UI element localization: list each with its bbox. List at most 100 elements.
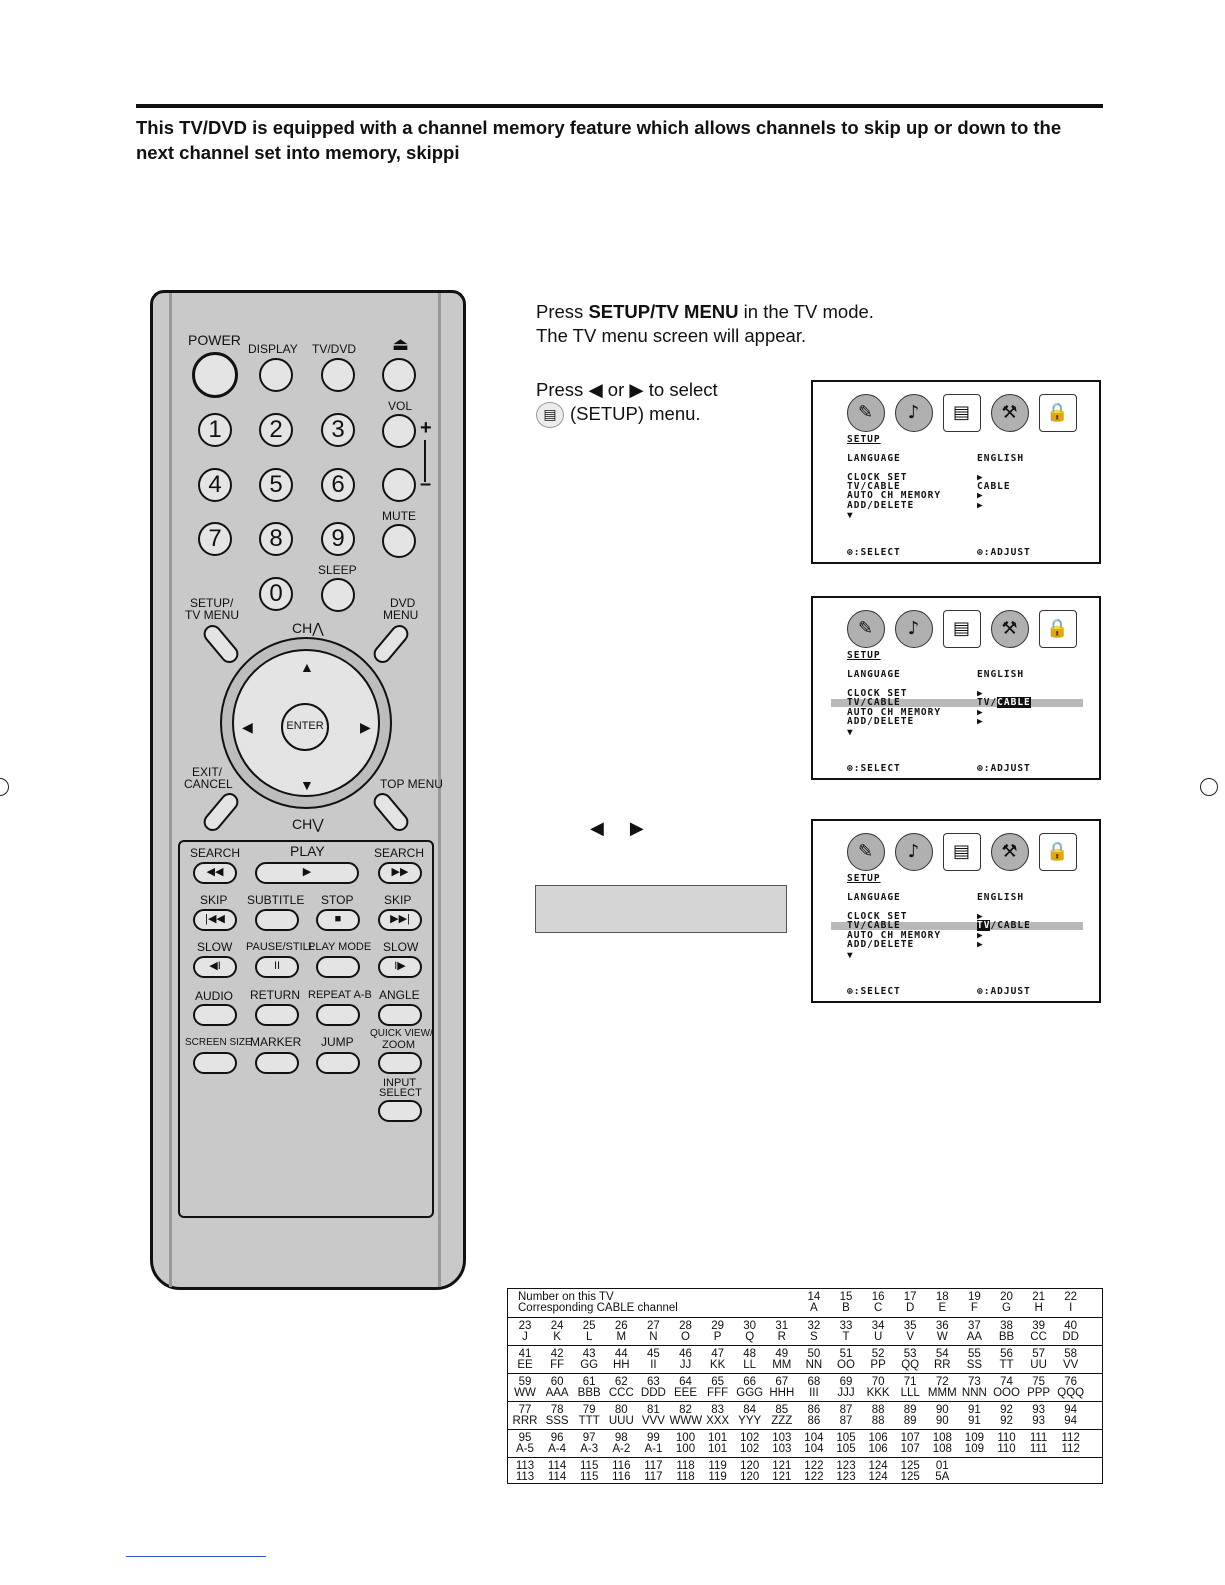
display-button[interactable] <box>259 358 293 392</box>
enter-button[interactable]: ENTER <box>281 703 329 751</box>
slow-label-right: SLOW <box>383 940 419 954</box>
power-label: POWER <box>188 332 241 348</box>
tv-number-cell: 14 <box>807 1291 821 1303</box>
dvd-menu-label-2: MENU <box>383 608 419 622</box>
play-button[interactable]: ▶ <box>255 862 359 884</box>
cable-channel-cell: 115 <box>580 1471 599 1483</box>
marker-button[interactable] <box>255 1052 299 1074</box>
digit-5-button[interactable]: 5 <box>259 468 293 502</box>
tv-number-cell: 94 <box>1064 1404 1078 1416</box>
eject-button[interactable] <box>382 358 416 392</box>
vol-down-button[interactable] <box>382 468 416 502</box>
digit-2-button[interactable]: 2 <box>259 413 293 447</box>
angle-button[interactable] <box>378 1004 422 1026</box>
digit-4-button[interactable]: 4 <box>198 468 232 502</box>
cable-channel-cell: MMM <box>927 1387 957 1399</box>
tv-number-cell: 20 <box>1000 1291 1013 1303</box>
cable-channel-cell: 104 <box>804 1443 824 1455</box>
cable-channel-cell: M <box>616 1331 627 1343</box>
mute-button[interactable] <box>382 524 416 558</box>
repeat-ab-button[interactable] <box>316 1004 360 1026</box>
digit-3-button[interactable]: 3 <box>321 413 355 447</box>
screen-size-label: SCREEN SIZE <box>185 1037 252 1048</box>
cable-channel-cell: AA <box>966 1331 983 1343</box>
digit-1-button[interactable]: 1 <box>198 413 232 447</box>
lock-icon: 🔒 <box>1039 833 1077 871</box>
cable-channel-cell: FF <box>550 1359 565 1371</box>
cable-channel-cell: 100 <box>675 1443 696 1455</box>
tv-number-cell: 18 <box>935 1291 949 1303</box>
stop-button[interactable]: ■ <box>316 909 360 931</box>
tv-number-cell: 37 <box>967 1320 981 1332</box>
quick-view-zoom-button[interactable] <box>378 1052 422 1074</box>
cable-channel-cell: P <box>713 1331 722 1343</box>
digit-7-button[interactable]: 7 <box>198 522 232 556</box>
right-arrow-button[interactable]: ▶ <box>360 719 371 735</box>
tv-number-cell: 85 <box>775 1404 789 1416</box>
tv-number-cell: 87 <box>839 1404 853 1416</box>
input-label-1: INPUT <box>383 1077 416 1089</box>
tv-menu-screen-3: ✎ ♪ ▤ ⚒ 🔒 SETUP LANGUAGE ENGLISH CLOCK S… <box>811 819 1101 1003</box>
vol-up-button[interactable] <box>382 414 416 448</box>
cable-channel-cell: 90 <box>935 1415 949 1427</box>
fast-forward-button[interactable]: ▶▶ <box>378 862 422 884</box>
add-arrow-icon: ▶ <box>977 716 984 727</box>
jump-button[interactable] <box>316 1052 360 1074</box>
tv-number-cell: 99 <box>646 1432 660 1444</box>
tv-option: TV/ <box>977 697 998 708</box>
language-row: LANGUAGE <box>847 892 901 903</box>
return-button[interactable] <box>255 1004 299 1026</box>
tv-number-cell: 112 <box>1061 1432 1080 1444</box>
table-header-row: Number on this TV Corresponding CABLE ch… <box>508 1289 1102 1317</box>
subtitle-button[interactable] <box>255 909 299 931</box>
jump-label: JUMP <box>321 1035 354 1049</box>
cable-channel-cell: CCC <box>608 1387 634 1399</box>
input-select-button[interactable] <box>378 1100 422 1122</box>
tvdvd-button[interactable] <box>321 358 355 392</box>
digit-8-button[interactable]: 8 <box>259 522 293 556</box>
cable-channel-cell: 121 <box>772 1471 792 1483</box>
tv-number-cell: 65 <box>711 1376 724 1388</box>
note-box <box>535 885 787 933</box>
tv-cable-row: TV/CABLE <box>847 920 901 931</box>
exit-label-1: EXIT/ <box>192 765 223 779</box>
left-arrow-button[interactable]: ◀ <box>242 719 253 735</box>
cable-channel-cell: 103 <box>772 1443 792 1455</box>
menu-title: SETUP <box>847 650 881 661</box>
sleep-button[interactable] <box>321 578 355 612</box>
tv-number-cell: 93 <box>1032 1404 1045 1416</box>
skip-back-button[interactable]: |◀◀ <box>193 909 237 931</box>
cable-channel-cell: 89 <box>903 1415 917 1427</box>
tv-number-cell: 117 <box>644 1460 663 1472</box>
tv-cable-value: TV/CABLE <box>977 697 1031 708</box>
language-row: LANGUAGE <box>847 669 901 680</box>
pause-still-button[interactable]: II <box>255 956 299 978</box>
audio-button[interactable] <box>193 1004 237 1026</box>
up-arrow-button[interactable]: ▲ <box>300 659 314 675</box>
play-mode-label: PLAY MODE <box>308 941 372 953</box>
skip-forward-button[interactable]: ▶▶| <box>378 909 422 931</box>
tv-number-cell: 74 <box>1000 1376 1013 1388</box>
auto-arrow-icon: ▶ <box>977 707 984 718</box>
audio-icon: ♪ <box>895 610 933 648</box>
screen-size-button[interactable] <box>193 1052 237 1074</box>
clock-arrow-icon: ▶ <box>977 472 984 483</box>
digit-9-button[interactable]: 9 <box>321 522 355 556</box>
audio-label: AUDIO <box>195 989 234 1003</box>
power-button[interactable] <box>192 352 238 398</box>
tv-cable-row: TV/CABLE <box>847 697 901 708</box>
play-mode-button[interactable] <box>316 956 360 978</box>
slow-forward-button[interactable]: I▶ <box>378 956 422 978</box>
tv-number-cell: 48 <box>743 1348 757 1360</box>
cable-channel-cell: 102 <box>740 1443 760 1455</box>
digit-6-button[interactable]: 6 <box>321 468 355 502</box>
cable-channel-cell: 93 <box>1032 1415 1045 1427</box>
cable-channel-cell: T <box>842 1331 850 1343</box>
cable-channel-cell: 123 <box>836 1471 856 1483</box>
digit-0-button[interactable]: 0 <box>259 577 293 611</box>
down-arrow-button[interactable]: ▼ <box>300 777 314 793</box>
rewind-button[interactable]: ◀◀ <box>193 862 237 884</box>
left-triangle-icon: ◀ <box>588 379 603 400</box>
tv-number-cell: 100 <box>675 1432 696 1444</box>
slow-reverse-button[interactable]: ◀I <box>193 956 237 978</box>
